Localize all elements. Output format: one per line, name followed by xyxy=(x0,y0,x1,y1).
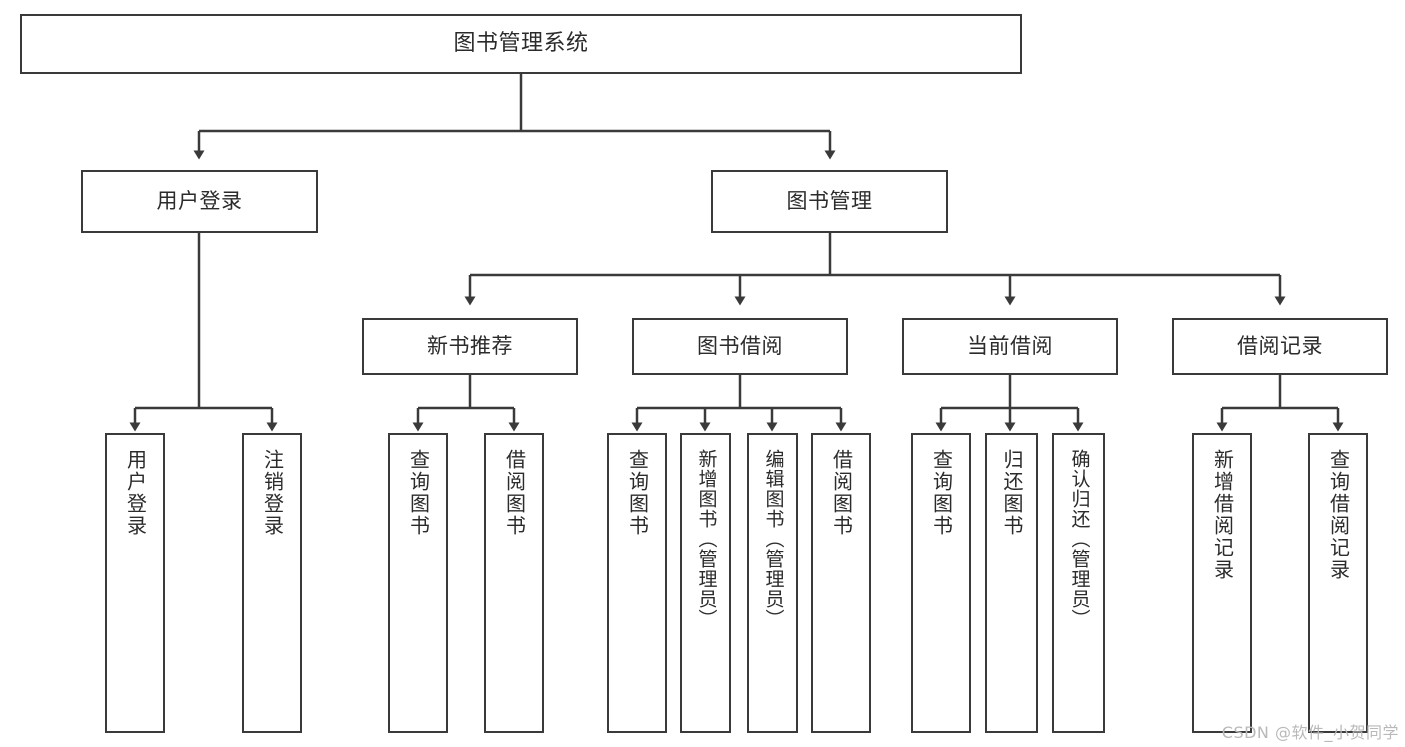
node-label: 确认归还（管理员） xyxy=(1068,449,1091,629)
node-label: 新书推荐 xyxy=(427,334,513,359)
leaf-borrow-book-recommend[interactable]: 借阅图书 xyxy=(484,433,544,733)
leaf-query-book-recommend[interactable]: 查询图书 xyxy=(388,433,448,733)
leaf-return-book[interactable]: 归还图书 xyxy=(985,433,1038,733)
node-book-borrow[interactable]: 图书借阅 xyxy=(632,318,848,375)
leaf-confirm-return-admin[interactable]: 确认归还（管理员） xyxy=(1052,433,1105,733)
node-label: 注销登录 xyxy=(260,449,285,537)
node-label: 归还图书 xyxy=(1000,449,1024,537)
node-root-book-management-system[interactable]: 图书管理系统 xyxy=(20,14,1022,74)
watermark-text: CSDN @软件_小贺同学 xyxy=(1221,723,1399,742)
leaf-query-borrow-record[interactable]: 查询借阅记录 xyxy=(1308,433,1368,733)
node-book-management[interactable]: 图书管理 xyxy=(711,170,948,233)
node-label: 查询图书 xyxy=(929,449,954,537)
node-label: 查询借阅记录 xyxy=(1326,449,1351,581)
node-label: 借阅图书 xyxy=(502,449,527,537)
leaf-user-logout[interactable]: 注销登录 xyxy=(242,433,302,733)
leaf-borrow-book[interactable]: 借阅图书 xyxy=(811,433,871,733)
node-label: 借阅记录 xyxy=(1237,334,1323,359)
node-label: 借阅图书 xyxy=(829,449,854,537)
node-label: 图书管理 xyxy=(786,189,873,214)
node-label: 编辑图书（管理员） xyxy=(762,449,785,629)
node-borrow-record[interactable]: 借阅记录 xyxy=(1172,318,1388,375)
node-label: 当前借阅 xyxy=(967,334,1053,359)
leaf-add-borrow-record[interactable]: 新增借阅记录 xyxy=(1192,433,1252,733)
node-label: 图书借阅 xyxy=(697,334,783,359)
node-new-book-recommend[interactable]: 新书推荐 xyxy=(362,318,578,375)
node-label: 新增图书（管理员） xyxy=(695,449,718,629)
leaf-add-book-admin[interactable]: 新增图书（管理员） xyxy=(680,433,731,733)
leaf-edit-book-admin[interactable]: 编辑图书（管理员） xyxy=(747,433,798,733)
leaf-query-book-current[interactable]: 查询图书 xyxy=(911,433,971,733)
node-label: 新增借阅记录 xyxy=(1210,449,1235,581)
node-label: 查询图书 xyxy=(406,449,431,537)
node-label: 用户登录 xyxy=(156,189,243,214)
node-label: 图书管理系统 xyxy=(453,31,589,57)
node-current-borrow[interactable]: 当前借阅 xyxy=(902,318,1118,375)
node-label: 用户登录 xyxy=(123,449,148,537)
leaf-user-login[interactable]: 用户登录 xyxy=(105,433,165,733)
node-user-login[interactable]: 用户登录 xyxy=(81,170,318,233)
node-label: 查询图书 xyxy=(625,449,650,537)
leaf-query-book-borrow[interactable]: 查询图书 xyxy=(607,433,667,733)
